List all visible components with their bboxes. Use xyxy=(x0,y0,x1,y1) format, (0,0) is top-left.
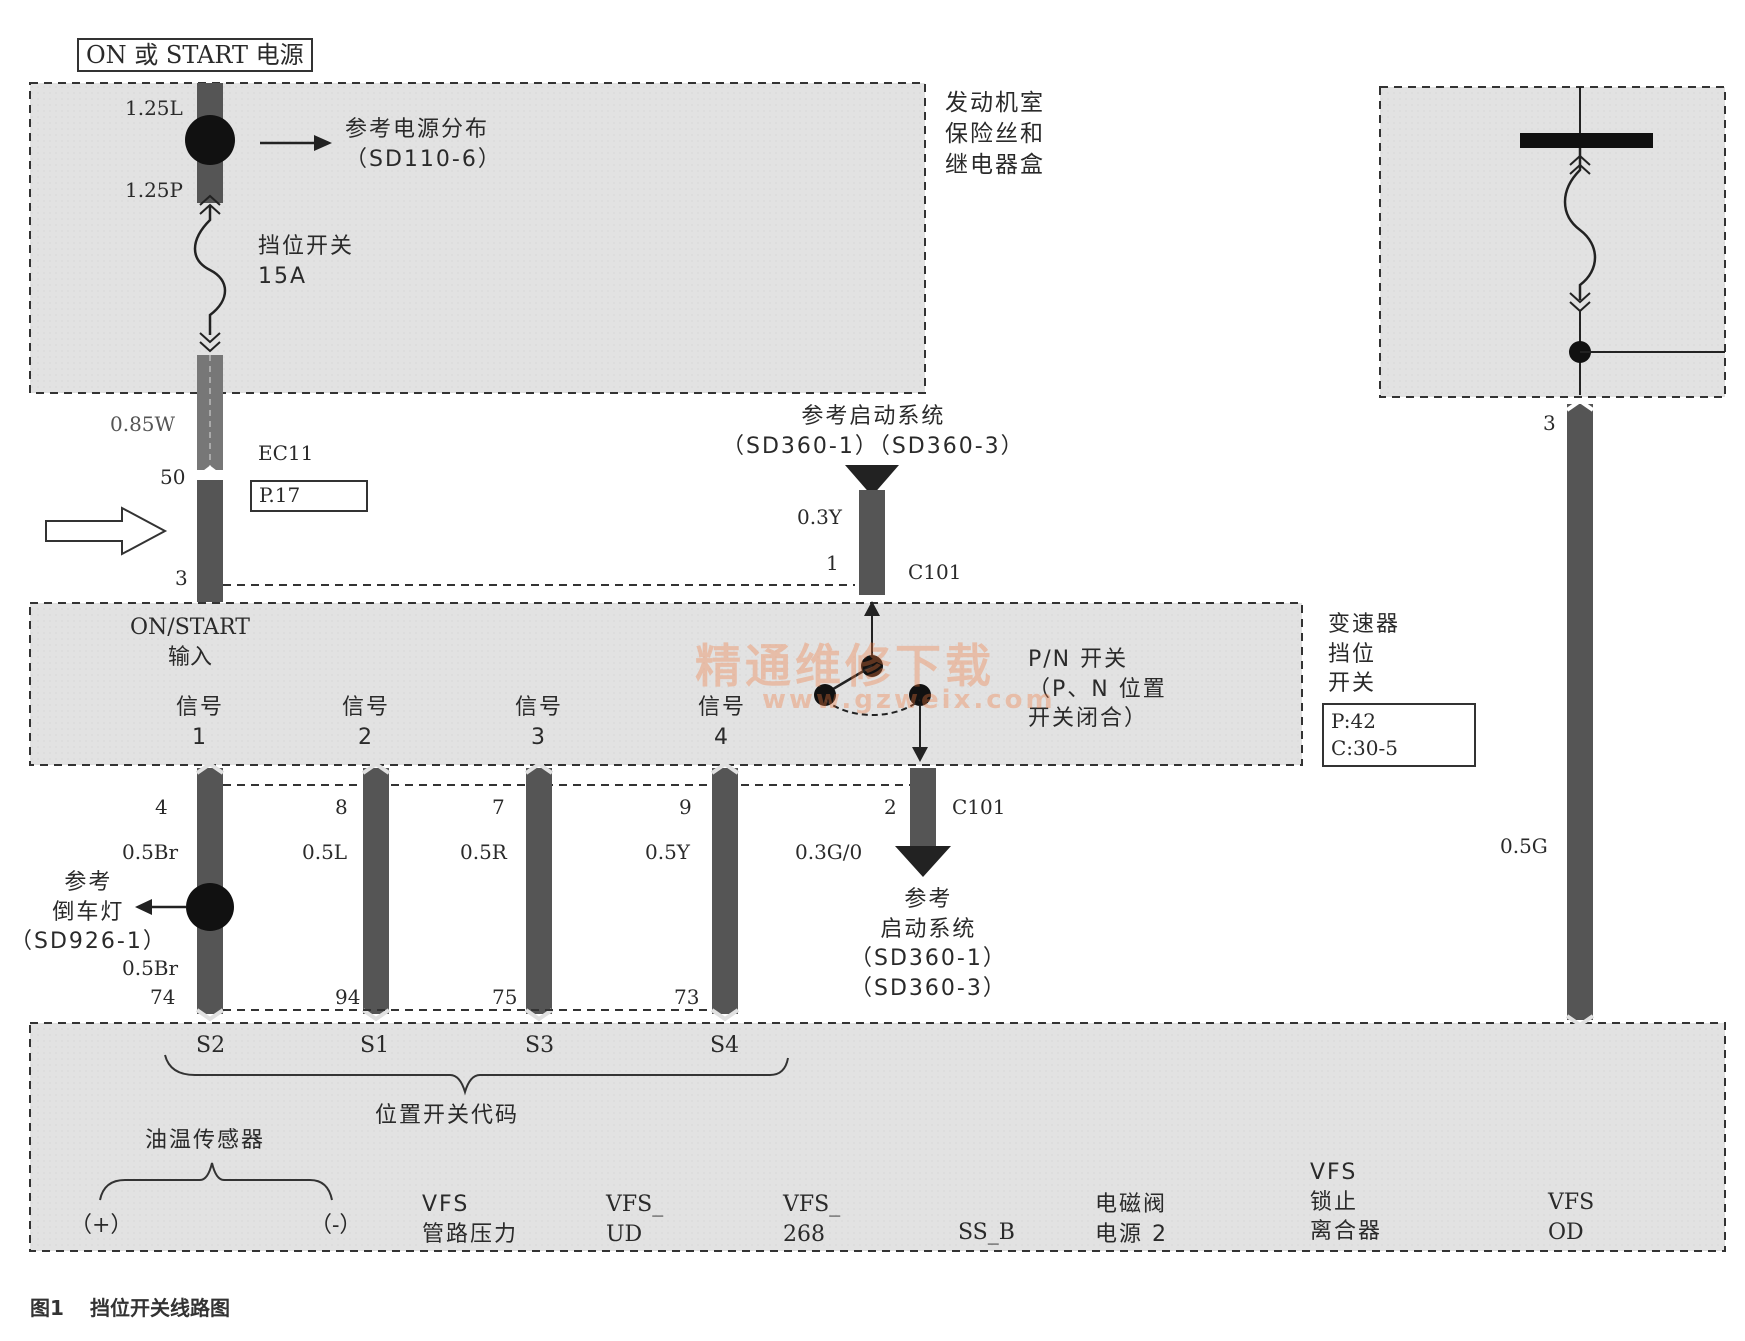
code-s4: S4 xyxy=(710,1033,740,1058)
start-ref-bottom: 参考 启动系统 （SD360-1） （SD360-3） xyxy=(850,887,1007,1002)
signal-2-pin-top: 8 xyxy=(335,795,348,819)
watermark-cn: 精通维修下载 xyxy=(695,639,995,693)
reverse-lamp-ref: 参考 倒车灯 （SD926-1） xyxy=(10,870,167,955)
signal-4-pin-bottom: 73 xyxy=(674,985,700,1009)
fuse-label: 挡位开关 15A xyxy=(258,234,355,289)
wire-05br-lower-label: 0.5Br xyxy=(122,956,179,980)
tcm-vfs-ud: VFS_ UD xyxy=(606,1192,664,1247)
switch-box-name: 变速器 挡位 开关 xyxy=(1328,612,1401,697)
pn-switch-label: P/N 开关 （P、N 位置 开关闭合） xyxy=(1028,647,1167,732)
position-code-brace xyxy=(164,1054,789,1096)
switch-box-frame xyxy=(29,602,1303,766)
tcm-box-frame xyxy=(29,1022,1726,1252)
signal-2-label: 信号 2 xyxy=(342,695,391,750)
power-source-label: ON 或 START 电源 xyxy=(77,38,313,72)
signal-wire-2 xyxy=(361,761,391,1022)
signal-1-pin-top: 4 xyxy=(155,795,168,819)
c101-pin-1: 1 xyxy=(826,551,839,575)
wire-05y-label: 0.5Y xyxy=(645,840,691,864)
ec11-label: EC11 xyxy=(258,441,314,465)
wire-05g xyxy=(1567,404,1593,1020)
start-ref-arrow-bottom xyxy=(895,846,951,877)
signal-1-label: 信号 1 xyxy=(176,695,225,750)
pn-switch-contact-b xyxy=(909,684,931,706)
arrow-to-power-ref xyxy=(314,135,332,151)
wire-05g-label: 0.5G xyxy=(1500,834,1548,858)
start-ref-top: 参考启动系统 （SD360-1）（SD360-3） xyxy=(722,404,1025,459)
pn-switch-contact-a xyxy=(814,684,836,706)
wire-05r-label: 0.5R xyxy=(460,840,507,864)
wire-03y xyxy=(859,490,885,595)
signal-4-label: 信号 4 xyxy=(698,695,747,750)
tcm-vfs-line-pressure: VFS 管路压力 xyxy=(422,1192,519,1247)
caption-fig: 图1 xyxy=(30,1296,64,1320)
signal-wire-4 xyxy=(710,761,740,1022)
tcm-vfs-268: VFS_ 268 xyxy=(783,1192,841,1247)
engine-fuse-box-frame xyxy=(29,82,926,394)
right-wire-pin-3: 3 xyxy=(1543,411,1556,435)
signal-wire-3 xyxy=(524,761,554,1022)
code-s2: S2 xyxy=(196,1033,226,1058)
wire-125l-label: 1.25L xyxy=(125,96,183,120)
wire-05br-label: 0.5Br xyxy=(122,840,179,864)
signal-2-pin-bottom: 94 xyxy=(335,985,361,1009)
tcm-solenoid-power-2: 电磁阀 电源 2 xyxy=(1095,1192,1168,1247)
code-s1: S1 xyxy=(360,1033,390,1058)
tcm-vfs-od: VFS OD xyxy=(1548,1190,1595,1245)
tcm-vfs-lockup-clutch: VFS 锁止 离合器 xyxy=(1310,1160,1383,1245)
code-s3: S3 xyxy=(525,1033,555,1058)
wire-085w-label: 0.85W xyxy=(110,412,176,436)
wire-03y-label: 0.3Y xyxy=(797,505,843,529)
power-dist-ref: 参考电源分布 （SD110-6） xyxy=(345,117,502,172)
start-ref-arrow-top xyxy=(845,465,899,496)
c101-bottom-label: C101 xyxy=(952,795,1006,819)
signal-3-pin-top: 7 xyxy=(492,795,505,819)
wire-125p-label: 1.25P xyxy=(125,178,183,202)
watermark-url: www.gzweix.com xyxy=(762,685,1056,715)
fuse-left xyxy=(193,205,227,335)
wire-05l-label: 0.5L xyxy=(302,840,348,864)
oil-temp-label: 油温传感器 xyxy=(145,1128,266,1153)
oil-temp-plus: （+） xyxy=(70,1213,133,1238)
wire-03g0 xyxy=(910,768,936,846)
tcm-ss-b: SS_B xyxy=(958,1220,1015,1245)
ec11-pin-3: 3 xyxy=(175,566,188,590)
hollow-arrow xyxy=(45,506,168,556)
oil-temp-minus: （-） xyxy=(310,1213,362,1238)
ec11-pin-50: 50 xyxy=(160,465,186,489)
c101-pin-2: 2 xyxy=(884,795,897,819)
switch-box-pages: P:42 C:30-5 xyxy=(1322,703,1476,767)
bus-bar xyxy=(1520,133,1653,148)
signal-4-pin-top: 9 xyxy=(679,795,692,819)
signal-3-pin-bottom: 75 xyxy=(492,985,518,1009)
splice-top xyxy=(185,115,235,165)
wire-ec11-to-switch xyxy=(197,480,223,602)
c101-top-label: C101 xyxy=(908,560,962,584)
oil-temp-brace xyxy=(99,1162,333,1201)
fuse-right xyxy=(1563,148,1597,300)
splice-reverse xyxy=(186,883,234,931)
wire-03g0-label: 0.3G/0 xyxy=(795,840,863,864)
on-start-input: ON/START 输入 xyxy=(130,615,250,670)
signal-3-label: 信号 3 xyxy=(515,695,564,750)
signal-1-pin-bottom: 74 xyxy=(150,985,176,1009)
engine-fuse-box-name: 发动机室 保险丝和 继电器盒 xyxy=(945,90,1045,179)
position-code-label: 位置开关代码 xyxy=(375,1103,520,1128)
caption-text: 挡位开关线路图 xyxy=(90,1296,230,1320)
ec11-page-ref: P.17 xyxy=(250,480,368,512)
